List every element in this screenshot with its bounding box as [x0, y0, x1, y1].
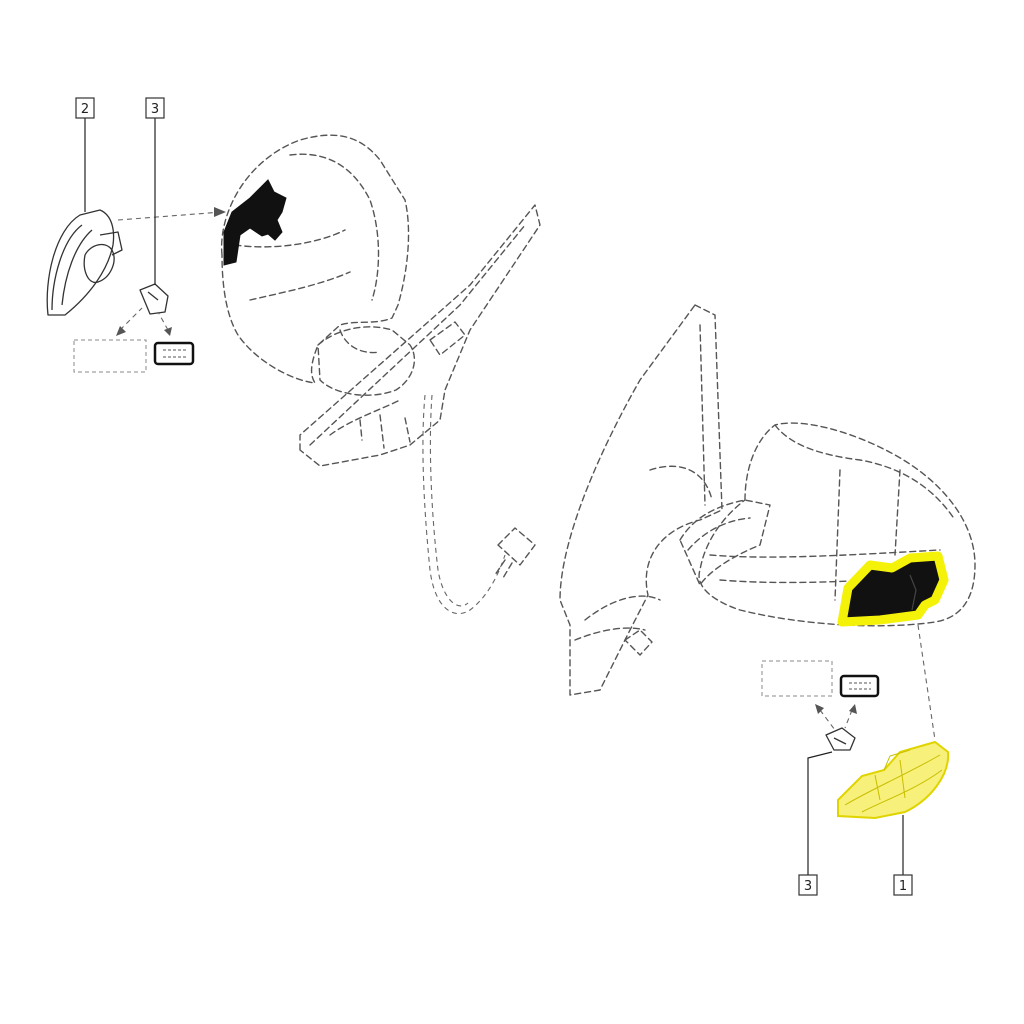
callout-3-right: 3 [798, 751, 833, 896]
right-clip [761, 660, 880, 751]
callout-1: 1 [893, 815, 913, 896]
callout-3-left: 3 [145, 97, 165, 285]
right-lamp-opening [837, 551, 949, 627]
right-nut-symbol [839, 674, 880, 698]
left-mirror-assembly [117, 134, 541, 615]
left-clip-dashed-rect [73, 339, 147, 373]
right-mirror-assembly [559, 304, 976, 741]
left-clip [73, 283, 195, 373]
left-lamp-opening [223, 179, 287, 266]
callout-2-label: 2 [81, 102, 89, 117]
callout-1-label: 1 [899, 879, 907, 894]
left-repeater-lamp [46, 209, 123, 316]
right-clip-dashed-rect [761, 660, 833, 697]
right-repeater-lamp [837, 740, 950, 820]
callout-2: 2 [75, 97, 95, 212]
left-nut-symbol [153, 341, 195, 366]
callout-3-left-label: 3 [151, 102, 159, 117]
callout-3-right-label: 3 [804, 879, 812, 894]
